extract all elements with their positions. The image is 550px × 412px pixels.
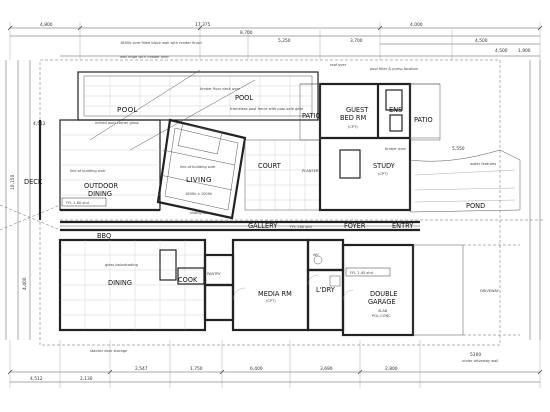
label-pantry: PANTRY xyxy=(207,272,222,276)
note-5: line of building over xyxy=(180,165,216,169)
dim-right-1: 4,500 xyxy=(495,48,508,54)
dim-top-6: 3,700 xyxy=(350,38,363,44)
note-11: stacker door storage xyxy=(90,349,128,353)
label-ldry: L'DRY xyxy=(316,286,336,294)
dim-top-4: 8,700 xyxy=(240,30,253,36)
guest-wing xyxy=(299,82,441,212)
label-living: LIVING xyxy=(186,175,212,184)
label-guest-bed-tag: (CPT) xyxy=(348,125,358,129)
note-8: water features xyxy=(470,162,496,166)
note-10: pool filter & pump location xyxy=(370,67,418,71)
label-bbq: BBQ xyxy=(97,232,111,240)
label-pond: POND xyxy=(466,202,485,210)
outdoor-deck xyxy=(38,119,161,220)
note-2: wall edge with header over xyxy=(120,55,170,59)
annotations: 1800h core filled block wall with render… xyxy=(70,41,498,363)
label-driveway: DRIVEWAY xyxy=(480,289,500,293)
label-gallery: GALLERY xyxy=(248,222,278,230)
label-study-tag: (CPT) xyxy=(378,172,388,176)
note-1: 1800h core filled block wall with render… xyxy=(120,41,202,45)
label-patio-left: PATIO xyxy=(302,112,321,120)
dim-left-2: 10,150 xyxy=(10,174,16,190)
note-6: frameless pool fence with pool-safe gate xyxy=(230,107,304,111)
dim-top-7: 4,500 xyxy=(475,38,488,44)
label-wc: WC xyxy=(313,253,320,257)
label-pool-small: POOL xyxy=(235,94,253,102)
dim-bottom-3: 2,547 xyxy=(135,366,148,372)
note-7: line of building over xyxy=(70,169,106,173)
dim-top-5: 5,250 xyxy=(278,38,291,44)
dim-top-3: 4,000 xyxy=(410,22,423,28)
label-cook: COOK xyxy=(178,276,198,284)
label-dining: DINING xyxy=(108,279,132,287)
dim-bottom-2: 2,130 xyxy=(80,376,93,382)
dim-right-2: 1,900 xyxy=(518,48,531,54)
note-17: timber over xyxy=(385,147,407,151)
note-3: timber floor deck over xyxy=(200,87,241,91)
label-foyer: FOYER xyxy=(344,222,366,230)
court-area xyxy=(244,139,321,211)
note-15: 5300 xyxy=(470,352,481,358)
pool-area xyxy=(77,69,319,151)
label-media-tag: (CPT) xyxy=(266,299,276,303)
dim-bottom-6: 3,690 xyxy=(320,366,333,372)
living-block xyxy=(156,118,247,220)
note-12: glass balustrading xyxy=(105,263,138,267)
gallery-spine xyxy=(60,220,420,232)
label-planter: PLANTER xyxy=(302,169,319,173)
south-wing xyxy=(58,238,520,337)
label-pool: POOL xyxy=(117,105,138,114)
label-entry: ENTRY xyxy=(392,222,414,230)
pond-area xyxy=(409,149,521,213)
note-14: roof over xyxy=(330,63,347,67)
dim-top-2: 17,375 xyxy=(195,22,211,28)
label-gallery-ffl: FFL 260 shd xyxy=(290,225,312,229)
label-study: STUDY xyxy=(373,162,396,170)
dimension-lines xyxy=(5,22,543,388)
label-court: COURT xyxy=(258,162,282,170)
note-4: mitred pool corner glass xyxy=(95,121,139,125)
dim-bottom-1: 4,512 xyxy=(30,376,43,382)
label-media: MEDIA RM xyxy=(258,290,292,298)
dim-bottom-4: 1,750 xyxy=(190,366,203,372)
dim-top-1: 4,800 xyxy=(40,22,53,28)
dim-left-3: 4,400 xyxy=(22,277,28,290)
note-13: under driveway wall xyxy=(462,359,498,363)
note-16: sliding door xyxy=(190,211,212,215)
dim-bottom-5: 6,400 xyxy=(250,366,263,372)
garage-ffl-tag: FFL 2.45 shd xyxy=(350,271,373,275)
deck-ffl-tag: FFL 1.80 shd xyxy=(66,201,89,205)
note-9: 1800h x 1000h xyxy=(185,192,212,196)
label-deck: DECK xyxy=(24,178,43,186)
label-patio-right: PATIO xyxy=(414,116,433,124)
label-ens: ENS xyxy=(389,106,402,114)
dim-bottom-7: 2,800 xyxy=(385,366,398,372)
study-dim-tag: 5,550 xyxy=(452,146,465,152)
level-tags: FFL 1.80 shd FFL 2.45 shd 5,550 xyxy=(61,146,465,277)
